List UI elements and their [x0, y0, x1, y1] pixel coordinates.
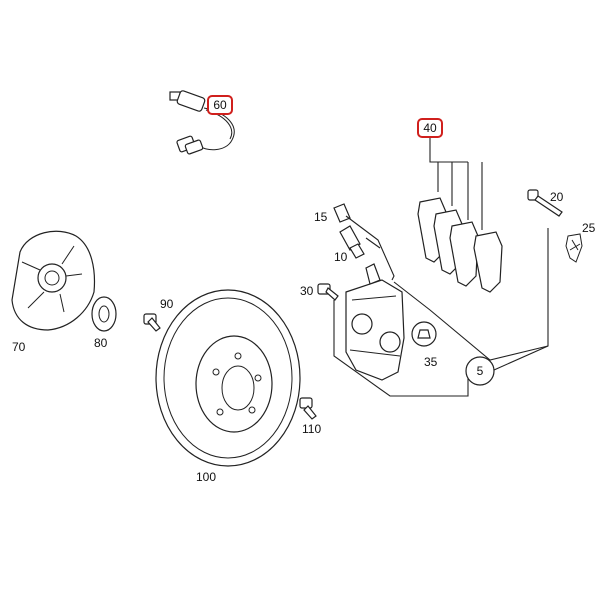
callout-35: 35 — [424, 355, 438, 369]
bleed-screw-part[interactable] — [339, 225, 365, 259]
callout-10: 10 — [334, 250, 348, 264]
brake-caliper-part[interactable] — [345, 263, 405, 381]
callout-40-label: 40 — [423, 121, 437, 135]
caliper-bolt-part[interactable] — [317, 283, 339, 301]
bleed-cap-part[interactable] — [333, 203, 351, 223]
callout-30: 30 — [300, 284, 314, 298]
brake-disc-part[interactable] — [155, 289, 301, 467]
disc-screw-part[interactable] — [299, 397, 317, 420]
dust-shield-part[interactable] — [11, 230, 96, 331]
callout-100: 100 — [196, 470, 216, 484]
spring-clip-part[interactable] — [565, 233, 583, 263]
callout-110: 110 — [302, 422, 321, 436]
callout-20: 20 — [550, 190, 564, 204]
callout-25: 25 — [582, 221, 596, 235]
callout-40[interactable]: 40 — [417, 118, 443, 138]
callout-80: 80 — [94, 336, 108, 350]
callout-5-label: 5 — [477, 364, 484, 378]
guide-bolt-part[interactable] — [527, 189, 563, 217]
callout-60-label: 60 — [213, 98, 227, 112]
callout-5[interactable]: 5 — [465, 356, 495, 386]
callout-60[interactable]: 60 — [207, 95, 233, 115]
hub-bolt-part[interactable] — [143, 313, 161, 332]
brake-pads-part[interactable] — [417, 138, 503, 293]
washer-part[interactable] — [91, 296, 117, 332]
callout-70: 70 — [12, 340, 26, 354]
callout-90: 90 — [160, 297, 174, 311]
assembly-bracket-lines — [333, 215, 549, 397]
wrench-part[interactable] — [411, 321, 437, 347]
callout-15: 15 — [314, 210, 328, 224]
